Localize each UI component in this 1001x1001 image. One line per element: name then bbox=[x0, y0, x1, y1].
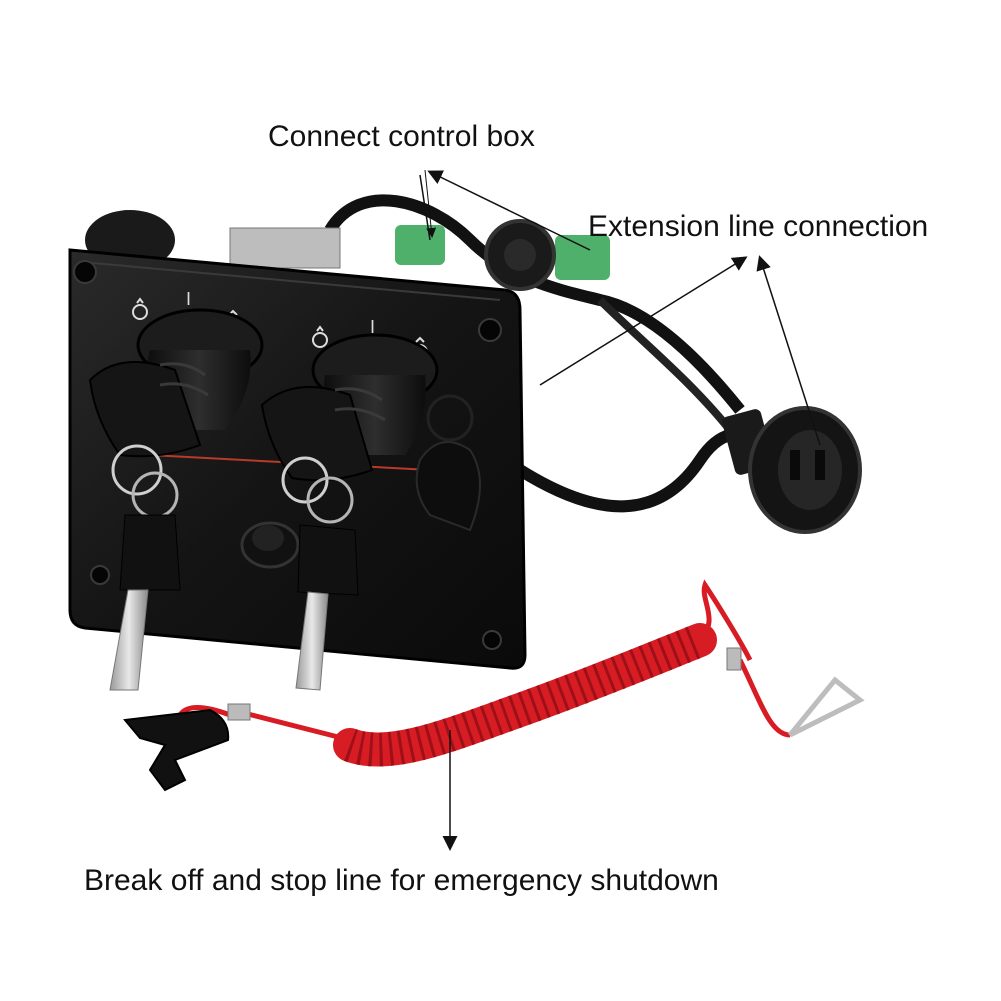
annotation-arrows bbox=[419, 169, 821, 851]
key-icon bbox=[109, 444, 181, 691]
switch-panel: I I bbox=[68, 248, 527, 691]
ignition-knob-1 bbox=[88, 308, 264, 458]
off-icon bbox=[312, 325, 328, 348]
round-connector bbox=[722, 406, 862, 534]
label-connect-control-box: Connect control box bbox=[268, 120, 535, 153]
arrow-extension-b bbox=[756, 255, 821, 446]
mounting-screw bbox=[73, 260, 97, 284]
label-extension-line-connection: Extension line connection bbox=[588, 210, 929, 243]
connector-green bbox=[555, 235, 610, 280]
off-icon bbox=[132, 297, 148, 320]
lanyard-crimp bbox=[227, 703, 251, 721]
emergency-lanyard bbox=[123, 579, 865, 792]
connector-green bbox=[395, 225, 445, 265]
mounting-screw bbox=[482, 630, 502, 650]
snap-hook bbox=[788, 676, 865, 738]
lanyard-clip-holder bbox=[415, 394, 481, 532]
on-mark: I bbox=[186, 289, 191, 309]
lanyard-crimp bbox=[726, 647, 742, 671]
label-break-off-stop-line: Break off and stop line for emergency sh… bbox=[84, 864, 719, 897]
arrow-extension-a bbox=[539, 256, 748, 386]
terminal-block bbox=[229, 227, 341, 269]
ignition-knob-2 bbox=[260, 333, 439, 482]
mounting-screw bbox=[478, 318, 502, 342]
arrow-control-box-b bbox=[427, 170, 591, 251]
on-mark: I bbox=[370, 317, 375, 337]
kill-switch-clip bbox=[123, 708, 230, 792]
stop-switch bbox=[240, 521, 300, 569]
mounting-screw bbox=[90, 565, 110, 585]
key-icon bbox=[281, 456, 359, 691]
